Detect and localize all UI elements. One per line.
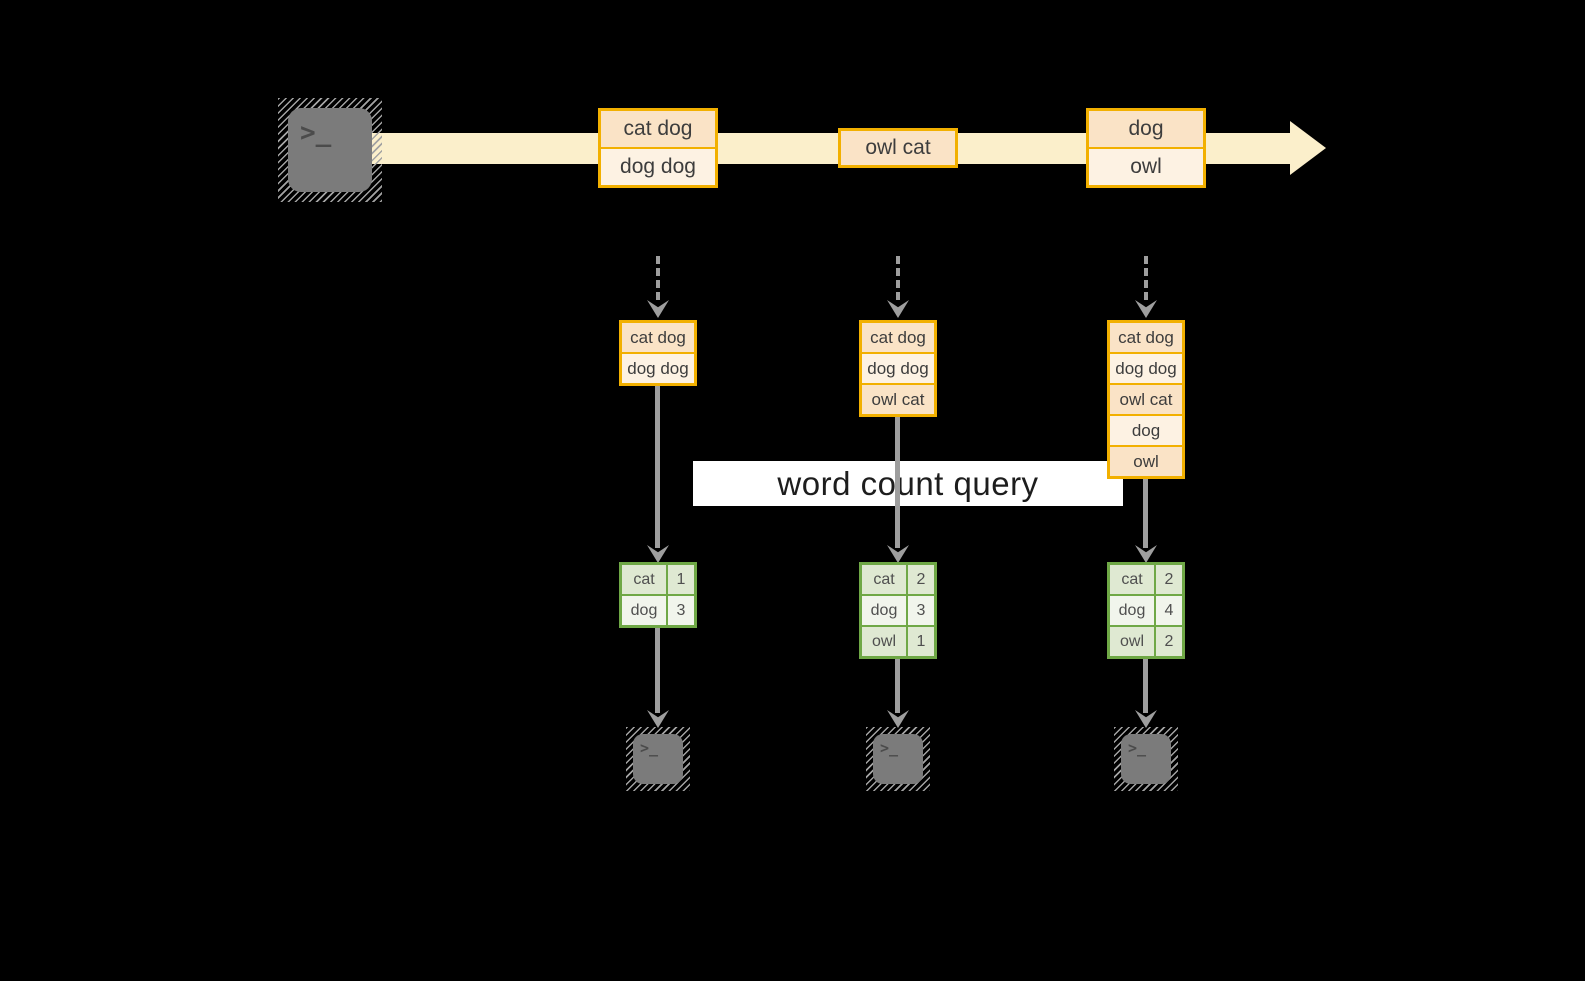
record: dog dog <box>601 149 715 185</box>
dashed-connector <box>896 256 900 300</box>
sink-terminal-icon: >_ <box>866 727 930 791</box>
word-cell: owl <box>1110 627 1154 656</box>
terminal-prompt-icon: >_ <box>300 118 332 148</box>
sink-terminal-icon: >_ <box>626 727 690 791</box>
batch-box-3: dog owl <box>1086 108 1206 188</box>
dashed-connector <box>1144 256 1148 300</box>
query-label: word count query <box>693 461 1123 506</box>
count-cell: 1 <box>668 565 694 594</box>
count-cell: 4 <box>1156 596 1182 625</box>
record: owl <box>1089 149 1203 185</box>
dashed-connector <box>656 256 660 300</box>
terminal-window: >_ <box>633 734 683 784</box>
state-record: dog dog <box>862 354 934 383</box>
state-store-3: cat dog dog dog owl cat dog owl <box>1107 320 1185 479</box>
connector-line <box>1143 659 1148 713</box>
word-cell: cat <box>1110 565 1154 594</box>
arrowhead-icon <box>887 300 909 318</box>
word-cell: dog <box>862 596 906 625</box>
word-cell: owl <box>862 627 906 656</box>
word-cell: dog <box>622 596 666 625</box>
batch-box-1: cat dog dog dog <box>598 108 718 188</box>
connector-line <box>895 417 900 548</box>
state-store-2: cat dog dog dog owl cat <box>859 320 937 417</box>
connector-line <box>655 386 660 548</box>
source-terminal-icon: >_ <box>278 98 382 202</box>
count-cell: 1 <box>908 627 934 656</box>
connector-line <box>895 659 900 713</box>
record: owl cat <box>841 131 955 165</box>
state-record: cat dog <box>862 323 934 352</box>
count-cell: 2 <box>908 565 934 594</box>
arrowhead-icon <box>647 300 669 318</box>
count-table-1: cat 1 dog 3 <box>619 562 697 628</box>
count-table-2: cat 2 dog 3 owl 1 <box>859 562 937 659</box>
state-record: dog dog <box>622 354 694 383</box>
count-table-3: cat 2 dog 4 owl 2 <box>1107 562 1185 659</box>
terminal-prompt-icon: >_ <box>880 739 899 757</box>
state-record: owl cat <box>1110 385 1182 414</box>
terminal-window: >_ <box>873 734 923 784</box>
state-record: cat dog <box>622 323 694 352</box>
stream-arrow-head-icon <box>1290 121 1326 175</box>
state-record: owl cat <box>862 385 934 414</box>
terminal-window: >_ <box>1121 734 1171 784</box>
terminal-prompt-icon: >_ <box>1128 739 1147 757</box>
count-cell: 2 <box>1156 627 1182 656</box>
count-cell: 3 <box>668 596 694 625</box>
sink-terminal-icon: >_ <box>1114 727 1178 791</box>
state-record: dog <box>1110 416 1182 445</box>
count-cell: 3 <box>908 596 934 625</box>
state-store-1: cat dog dog dog <box>619 320 697 386</box>
word-cell: dog <box>1110 596 1154 625</box>
state-record: owl <box>1110 447 1182 476</box>
connector-line <box>1143 479 1148 548</box>
state-record: cat dog <box>1110 323 1182 352</box>
count-cell: 2 <box>1156 565 1182 594</box>
state-record: dog dog <box>1110 354 1182 383</box>
terminal-prompt-icon: >_ <box>640 739 659 757</box>
record: dog <box>1089 111 1203 147</box>
word-cell: cat <box>622 565 666 594</box>
connector-line <box>655 628 660 713</box>
word-cell: cat <box>862 565 906 594</box>
record: cat dog <box>601 111 715 147</box>
batch-box-2: owl cat <box>838 128 958 168</box>
arrowhead-icon <box>1135 300 1157 318</box>
terminal-window: >_ <box>288 108 372 192</box>
